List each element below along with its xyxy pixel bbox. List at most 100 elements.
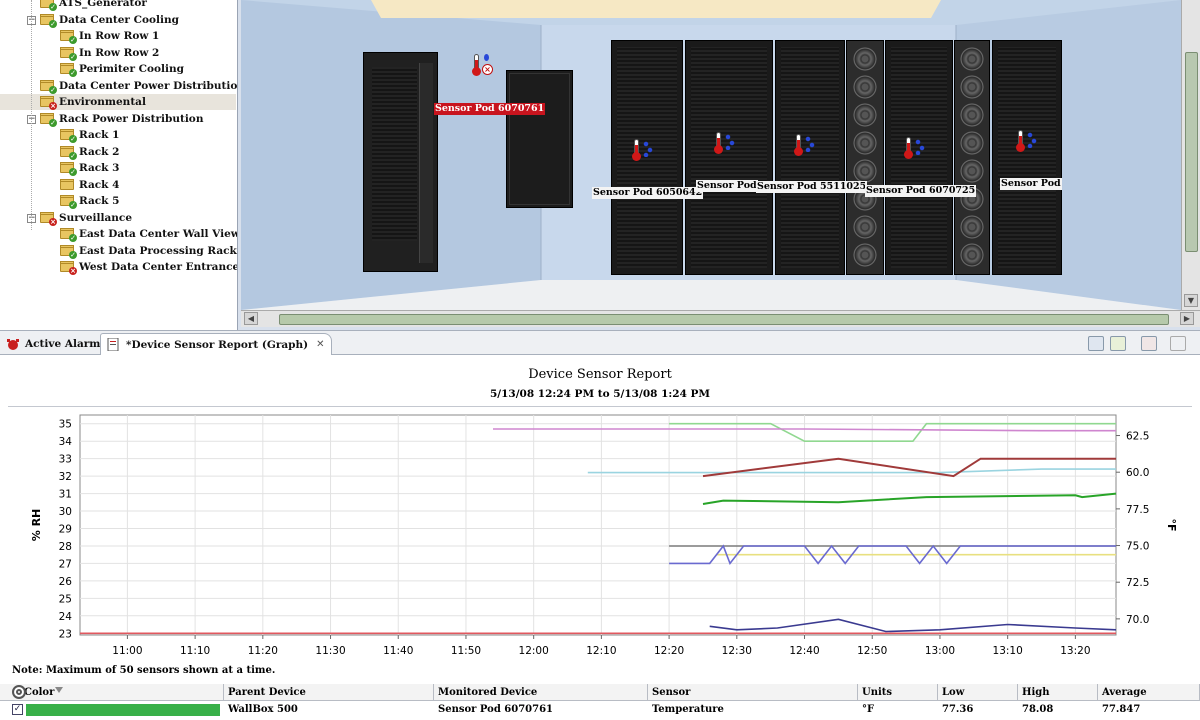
x-tick-label: 11:50 (451, 645, 481, 657)
pod-label[interactable]: Sensor Pod 5511025 (756, 181, 868, 193)
column-chooser-icon[interactable] (12, 685, 26, 699)
pod-label[interactable]: Sensor Pod (696, 180, 758, 192)
x-tick-label: 12:30 (722, 645, 752, 657)
sensor-pod-icon[interactable] (794, 132, 817, 158)
y-tick-label: 33 (59, 454, 72, 466)
pod-label[interactable]: Sensor Pod 6050642 (592, 187, 704, 199)
minimize-icon[interactable] (1170, 336, 1186, 351)
save-icon[interactable] (1088, 336, 1104, 351)
rack-3[interactable] (775, 40, 845, 275)
folder-icon: ✓ (60, 63, 77, 77)
report-icon (107, 337, 121, 352)
column-header[interactable]: Units (858, 684, 938, 701)
sort-indicator-icon[interactable] (55, 687, 63, 693)
device-tree[interactable]: ✓ATS_Generator✓Data Center Cooling−✓In R… (0, 0, 238, 330)
rack-1[interactable] (611, 40, 683, 275)
rack-2[interactable] (685, 40, 773, 275)
row-checkbox[interactable]: ✓ (12, 704, 23, 715)
tree-item-label: Rack 5 (79, 195, 120, 207)
y-axis-label: % RH (30, 509, 43, 542)
sensor-pod-icon[interactable] (714, 130, 737, 156)
sensor-pod-icon[interactable] (632, 137, 655, 163)
sensor-pod-icon[interactable] (1016, 128, 1039, 154)
table-cell[interactable]: 78.08 (1022, 704, 1054, 715)
tree-item[interactable]: ✓Rack 2 (60, 144, 119, 160)
column-header[interactable]: Sensor (648, 684, 858, 701)
table-cell[interactable]: Temperature (652, 704, 724, 715)
tab-active-alarms[interactable]: Active Alarms (0, 333, 112, 355)
folder-icon: ✓ (40, 79, 57, 94)
column-header[interactable]: Monitored Device (434, 684, 648, 701)
tree-item[interactable]: ×West Data Center Entrance (60, 259, 237, 275)
tree-item[interactable]: ✓ATS_Generator (40, 0, 147, 11)
export-icon[interactable] (1110, 336, 1126, 351)
tree-connector (31, 0, 32, 230)
pod-label[interactable]: Sensor Pod (1000, 178, 1062, 190)
tree-item[interactable]: ✓In Row Row 2 (60, 45, 159, 61)
folder-icon: ✓ (60, 30, 77, 44)
tree-item[interactable]: ✓Rack 5 (60, 193, 119, 209)
pod-label[interactable]: Sensor Pod 6070761 (434, 103, 546, 115)
folder-icon: ✓ (60, 195, 77, 209)
series-color-swatch[interactable] (26, 704, 220, 716)
y-tick-label: 27 (59, 558, 72, 570)
tree-item[interactable]: ✓Data Center Power Distribution (40, 78, 237, 94)
tree-item-label: In Row Row 1 (79, 30, 160, 42)
tree-item[interactable]: ✓East Data Processing Rack (60, 243, 237, 259)
x-tick-label: 13:20 (1060, 645, 1090, 657)
rack-5[interactable] (992, 40, 1062, 275)
room-3d-view[interactable]: × Sensor Pod 6070761 Sensor Pod 6050642 … (241, 0, 1181, 310)
sensor-pod-alarm-icon[interactable]: × (472, 52, 495, 78)
tree-item[interactable]: ✓Data Center Cooling (40, 12, 179, 28)
tab-device-sensor-report[interactable]: *Device Sensor Report (Graph) ✕ (100, 333, 332, 355)
table-cell[interactable]: °F (862, 704, 875, 715)
column-header[interactable]: High (1018, 684, 1098, 701)
tree-item-label: Surveillance (59, 211, 133, 224)
tree-item[interactable]: ✓Rack 1 (60, 127, 119, 143)
vertical-scrollbar[interactable]: ▼ (1181, 0, 1200, 310)
horizontal-scrollbar[interactable]: ◀ ▶ (241, 310, 1200, 327)
tree-item[interactable]: ×Environmental (0, 94, 236, 110)
pod-label[interactable]: Sensor Pod 6070725 (865, 185, 977, 197)
y2-tick-label: 77.5 (1126, 504, 1149, 516)
table-cell[interactable]: 77.847 (1102, 704, 1141, 715)
tree-item[interactable]: ✓Perimiter Cooling (60, 61, 184, 77)
tree-item[interactable]: ×Surveillance (40, 210, 132, 226)
y-tick-label: 34 (59, 436, 73, 448)
column-header[interactable]: Color (0, 684, 224, 701)
table-cell[interactable]: Sensor Pod 6070761 (438, 704, 554, 715)
table-cell[interactable]: 77.36 (942, 704, 974, 715)
fan-rack-2[interactable] (954, 40, 990, 275)
sensor-limit-note: Note: Maximum of 50 sensors shown at a t… (12, 665, 276, 676)
scroll-thumb[interactable] (1185, 52, 1198, 252)
cooling-unit[interactable] (363, 52, 438, 272)
scroll-down-icon[interactable]: ▼ (1184, 294, 1198, 307)
rack-4[interactable] (885, 40, 953, 275)
tree-item-label: ATS_Generator (59, 0, 147, 9)
column-header[interactable]: Parent Device (224, 684, 434, 701)
tree-item[interactable]: ✓East Data Center Wall Views (60, 226, 237, 242)
table-cell[interactable]: WallBox 500 (228, 704, 298, 715)
tree-item[interactable]: Rack 4 (60, 177, 119, 193)
scroll-right-icon[interactable]: ▶ (1180, 312, 1194, 325)
x-tick-label: 12:40 (789, 645, 819, 657)
close-icon[interactable]: ✕ (316, 339, 325, 350)
sensor-pod-icon[interactable] (904, 135, 927, 161)
tree-item[interactable]: ✓Rack Power Distribution (40, 111, 203, 127)
cabinet[interactable] (506, 70, 573, 208)
fan-rack-1[interactable] (846, 40, 884, 275)
tab-label: *Device Sensor Report (Graph) (126, 338, 309, 351)
folder-icon (60, 178, 75, 191)
chart-settings-icon[interactable] (1141, 336, 1157, 351)
scroll-left-icon[interactable]: ◀ (244, 312, 258, 325)
tree-item[interactable]: ✓In Row Row 1 (60, 28, 159, 44)
column-header[interactable]: Average (1098, 684, 1200, 701)
y2-tick-label: 60.0 (1126, 467, 1149, 479)
tree-item-label: Data Center Cooling (59, 13, 179, 26)
tree-item[interactable]: ✓Rack 3 (60, 160, 119, 176)
scroll-thumb[interactable] (279, 314, 1169, 325)
column-header[interactable]: Low (938, 684, 1018, 701)
